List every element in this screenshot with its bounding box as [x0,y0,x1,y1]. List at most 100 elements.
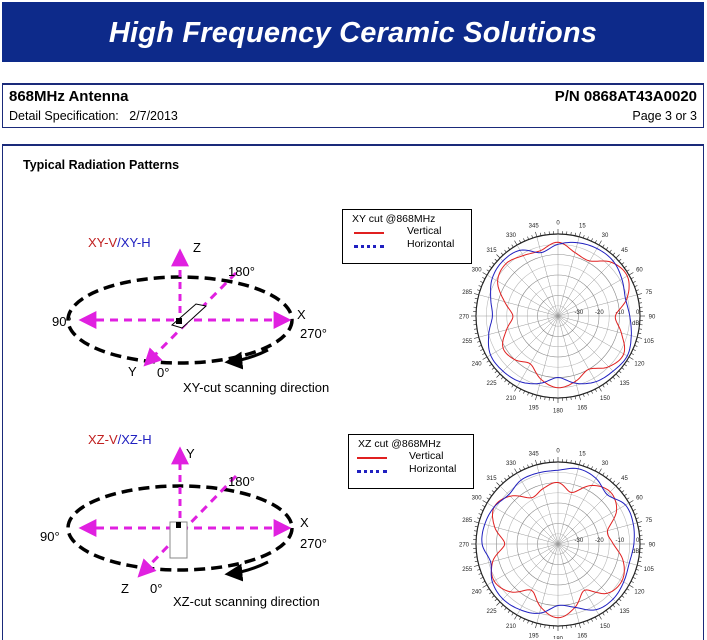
polar-spoke [516,543,559,616]
polar-tick [523,238,525,242]
polar-angle-label: 30 [602,233,609,239]
polar-tick [634,513,638,515]
polar-spoke [557,543,638,566]
polar-angle-label: 225 [487,609,498,615]
polar-tick [504,477,507,481]
polar-tick [500,480,504,484]
legend-xz: XZ cut @868MHz Vertical Horizontal [348,434,474,489]
polar-tick [480,509,484,511]
polar-angle-label: 330 [506,461,517,467]
polar-angle-label: 135 [619,381,630,387]
polar-tick [609,607,612,611]
spec-date: 2/7/2013 [129,109,178,123]
polar-angle-label: 300 [472,268,483,274]
polar-tick [482,505,486,508]
xy-caption: XY-cut scanning direction [183,380,329,395]
polar-tick [527,392,529,396]
polar-tick [598,468,602,474]
polar-tick [511,472,514,476]
polar-spoke [499,315,559,375]
xy-axis-right-label: X [297,307,306,322]
polar-angle-label: 270 [459,315,470,321]
polar-tick [507,382,511,385]
polar-tick [507,475,511,478]
polar-tick [628,584,634,588]
polar-angle-label: 0 [556,221,560,227]
xy-scan-arrow [224,348,269,370]
xy-h-label: XY-H [121,235,151,250]
banner-title: High Frequency Ceramic Solutions [108,17,598,49]
polar-angle-label: 105 [644,567,655,573]
polar-tick [609,249,612,253]
polar-tick [632,509,636,511]
xz-h-label: XZ-H [121,432,151,447]
polar-tick [638,560,642,562]
polar-plot-xz: 0153045607590105120135150165180195210225… [459,449,656,640]
xz-angle-right: 270° [300,536,327,551]
polar-angle-label: 150 [600,396,611,402]
polar-spoke [516,472,559,545]
polar-tick [583,393,585,397]
legend-xz-title: XZ cut @868MHz [358,438,442,450]
polar-tick [574,232,576,236]
polar-tick [519,616,522,620]
polar-tick [583,235,585,239]
polar-tick [578,623,581,629]
polar-tick [574,396,576,400]
polar-tick [618,598,622,602]
xy-diagram: XY-V/XY-H Z X Y 90° 270° 180° 0° XY-cut … [52,235,329,395]
polar-tick [591,390,593,394]
polar-angle-label: 255 [462,567,473,573]
polar-tick [504,607,507,611]
polar-spoke [486,502,559,545]
polar-tick [634,345,638,347]
polar-tick [496,373,501,378]
polar-spoke [557,464,580,545]
polar-tick [578,459,581,465]
polar-tick [489,591,492,595]
polar-tick [519,468,522,472]
polar-tick [482,272,488,276]
xz-label: XZ-V/XZ-H [88,432,152,447]
polar-tick [628,500,634,504]
polar-tick [605,247,609,250]
polar-tick [527,464,529,468]
polar-tick [612,252,616,256]
polar-tick [480,577,484,579]
polar-spoke [486,543,559,586]
xy-axis-down-label: Y [128,364,137,379]
polar-tick [523,390,525,394]
polar-tick [626,497,630,500]
polar-tick [621,367,625,370]
polar-spoke [557,315,638,338]
series-horizontal [487,241,632,385]
polar-tick [511,612,514,616]
polar-tick [594,240,597,244]
polar-tick [602,472,605,476]
xy-label: XY-V/XY-H [88,235,151,250]
polar-tick [630,505,634,508]
polar-tick [523,618,525,622]
polar-tick [531,235,533,239]
polar-tick [478,573,482,575]
polar-tick [618,486,622,490]
xy-angle-top: 180° [228,264,255,279]
polar-tick [621,595,625,598]
polar-tick [591,618,593,622]
polar-tick [630,352,634,355]
polar-tick [500,376,504,380]
polar-tick [626,588,630,591]
polar-tick [626,269,630,272]
polar-tick [477,569,481,571]
polar-tick [615,601,620,606]
polar-tick [489,265,492,269]
polar-tick [514,240,518,246]
polar-angle-label: 15 [579,224,586,230]
xz-v-label: XZ-V [88,432,118,447]
polar-tick [624,493,627,497]
polar-tick [634,573,638,575]
polar-tick [587,392,589,396]
polar-tick [482,356,488,360]
polar-angle-label: 345 [529,452,540,458]
polar-spoke [557,315,630,358]
